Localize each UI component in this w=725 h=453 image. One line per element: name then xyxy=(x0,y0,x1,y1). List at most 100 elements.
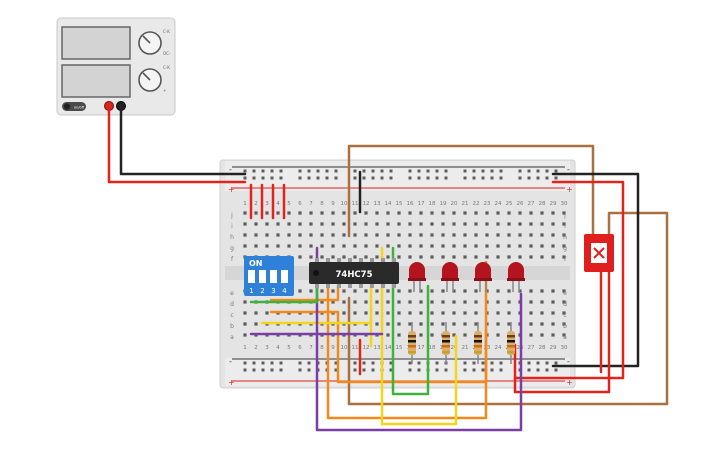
hole[interactable] xyxy=(463,289,467,293)
hole[interactable] xyxy=(485,244,489,248)
hole[interactable] xyxy=(430,322,434,326)
leds[interactable] xyxy=(408,262,525,292)
hole[interactable] xyxy=(474,211,478,215)
hole[interactable] xyxy=(529,255,533,259)
hole[interactable] xyxy=(441,289,445,293)
hole[interactable] xyxy=(463,300,467,304)
hole[interactable] xyxy=(529,333,533,337)
rail-hole[interactable] xyxy=(417,176,421,180)
hole[interactable] xyxy=(408,311,412,315)
hole[interactable] xyxy=(496,311,500,315)
hole[interactable] xyxy=(243,233,247,237)
rail-hole[interactable] xyxy=(536,169,540,173)
hole[interactable] xyxy=(551,255,555,259)
hole[interactable] xyxy=(386,322,390,326)
rail-hole[interactable] xyxy=(435,368,439,372)
hole[interactable] xyxy=(540,311,544,315)
rail-hole[interactable] xyxy=(270,176,274,180)
rail-hole[interactable] xyxy=(481,176,485,180)
resistors[interactable] xyxy=(408,322,515,364)
rail-hole[interactable] xyxy=(371,361,375,365)
hole[interactable] xyxy=(529,211,533,215)
hole[interactable] xyxy=(529,322,533,326)
hole[interactable] xyxy=(397,222,401,226)
resistor-2[interactable] xyxy=(442,322,450,364)
hole[interactable] xyxy=(386,233,390,237)
hole[interactable] xyxy=(562,311,566,315)
rail-hole[interactable] xyxy=(554,169,558,173)
rail-hole[interactable] xyxy=(527,176,531,180)
hole[interactable] xyxy=(551,322,555,326)
rail-hole[interactable] xyxy=(261,176,265,180)
hole[interactable] xyxy=(485,233,489,237)
hole[interactable] xyxy=(243,311,247,315)
wires[interactable] xyxy=(107,108,669,432)
hole[interactable] xyxy=(452,311,456,315)
hole[interactable] xyxy=(397,289,401,293)
hole[interactable] xyxy=(397,233,401,237)
hole[interactable] xyxy=(331,289,335,293)
hole[interactable] xyxy=(551,211,555,215)
hole[interactable] xyxy=(452,300,456,304)
rail-hole[interactable] xyxy=(426,176,430,180)
rail-hole[interactable] xyxy=(316,176,320,180)
current-knob[interactable] xyxy=(138,31,162,55)
hole[interactable] xyxy=(562,211,566,215)
dip-toggle-2[interactable] xyxy=(259,270,266,283)
hole[interactable] xyxy=(298,222,302,226)
hole[interactable] xyxy=(452,333,456,337)
hole[interactable] xyxy=(419,244,423,248)
hole[interactable] xyxy=(353,233,357,237)
hole[interactable] xyxy=(320,222,324,226)
hole[interactable] xyxy=(540,322,544,326)
hole[interactable] xyxy=(507,289,511,293)
rail-hole[interactable] xyxy=(472,368,476,372)
rail-hole[interactable] xyxy=(298,361,302,365)
hole[interactable] xyxy=(507,322,511,326)
rail-hole[interactable] xyxy=(270,368,274,372)
hole[interactable] xyxy=(342,311,346,315)
rail-hole[interactable] xyxy=(527,361,531,365)
rail-hole[interactable] xyxy=(444,176,448,180)
rail-hole[interactable] xyxy=(435,361,439,365)
hole[interactable] xyxy=(265,222,269,226)
hole[interactable] xyxy=(474,255,478,259)
hole[interactable] xyxy=(397,322,401,326)
hole[interactable] xyxy=(419,211,423,215)
hole[interactable] xyxy=(254,211,258,215)
hole[interactable] xyxy=(430,244,434,248)
hole[interactable] xyxy=(386,333,390,337)
hole[interactable] xyxy=(254,244,258,248)
hole[interactable] xyxy=(496,333,500,337)
hole[interactable] xyxy=(386,311,390,315)
hole[interactable] xyxy=(309,255,313,259)
hole[interactable] xyxy=(430,255,434,259)
hole[interactable] xyxy=(254,222,258,226)
hole[interactable] xyxy=(562,322,566,326)
rail-hole[interactable] xyxy=(545,361,549,365)
hole[interactable] xyxy=(375,211,379,215)
hole[interactable] xyxy=(353,311,357,315)
hole[interactable] xyxy=(375,300,379,304)
hole[interactable] xyxy=(507,300,511,304)
rail-hole[interactable] xyxy=(490,368,494,372)
hole[interactable] xyxy=(309,233,313,237)
hole[interactable] xyxy=(331,233,335,237)
hole[interactable] xyxy=(430,300,434,304)
hole[interactable] xyxy=(485,222,489,226)
hole[interactable] xyxy=(243,244,247,248)
hole[interactable] xyxy=(408,222,412,226)
rail-hole[interactable] xyxy=(426,169,430,173)
hole[interactable] xyxy=(463,311,467,315)
hole[interactable] xyxy=(485,211,489,215)
hole[interactable] xyxy=(496,211,500,215)
hole[interactable] xyxy=(419,333,423,337)
hole[interactable] xyxy=(518,244,522,248)
pushbutton[interactable] xyxy=(584,234,614,272)
hole[interactable] xyxy=(364,300,368,304)
hole[interactable] xyxy=(342,211,346,215)
rail-hole[interactable] xyxy=(362,169,366,173)
dip-toggle-3[interactable] xyxy=(270,270,277,283)
rail-hole[interactable] xyxy=(353,368,357,372)
hole[interactable] xyxy=(276,222,280,226)
